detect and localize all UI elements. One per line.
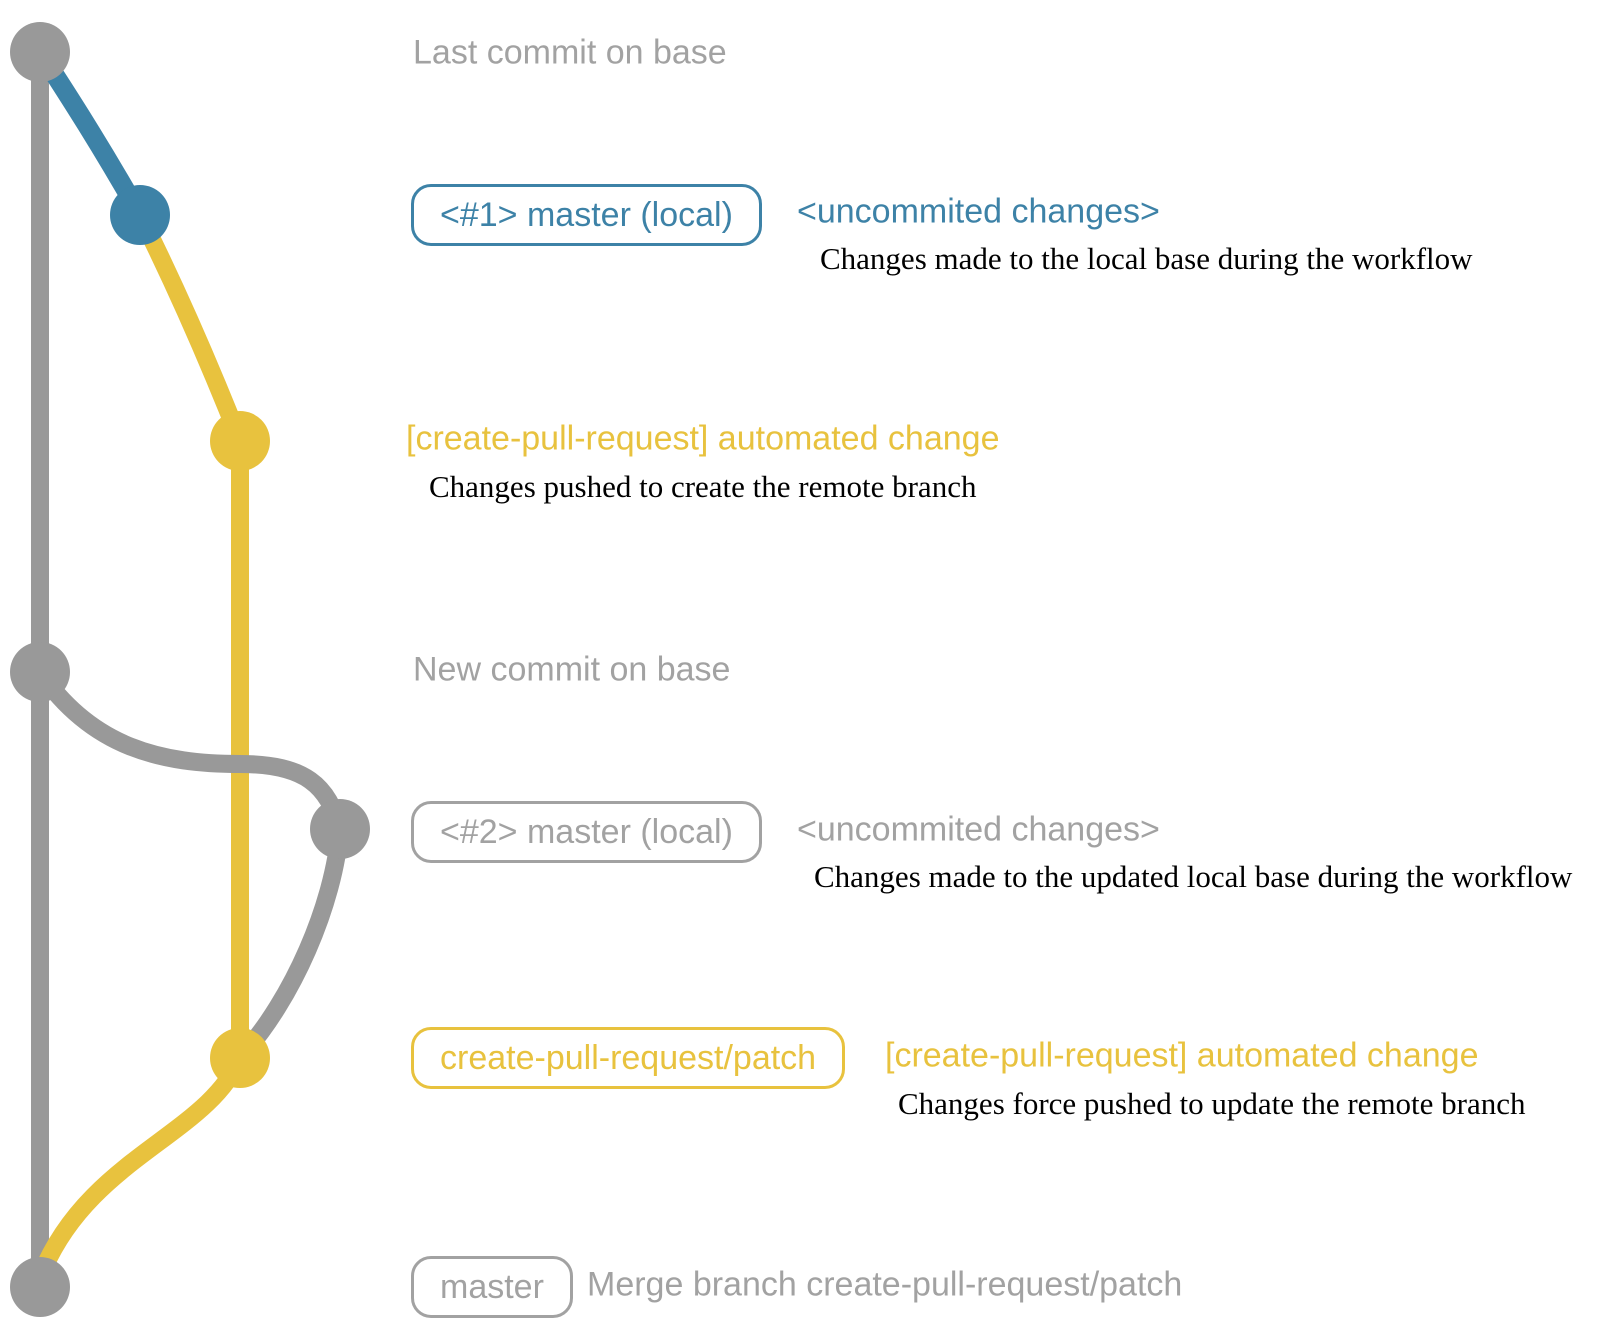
force-push-curve	[233, 820, 349, 1064]
ref-box-create-pull-request-patch: create-pull-request/patch	[411, 1027, 846, 1089]
commit-dot-new-commit-on-base	[10, 642, 70, 702]
label-new-commit-on-base: New commit on base	[413, 650, 731, 689]
note-automated-change-1: [create-pull-request] automated change	[406, 419, 1000, 458]
updated-local-branch-curve	[31, 663, 349, 838]
desc-updated-local-base-changes: Changes made to the updated local base d…	[814, 858, 1573, 894]
desc-local-base-changes: Changes made to the local base during th…	[820, 240, 1473, 276]
commit-dot-patch-1	[210, 411, 270, 471]
label-last-commit-on-base: Last commit on base	[413, 33, 727, 72]
note-automated-change-2: [create-pull-request] automated change	[885, 1036, 1479, 1075]
note-uncommitted-changes-2: <uncommited changes>	[797, 810, 1160, 849]
commit-dot-last-commit-on-base	[10, 22, 70, 82]
commit-dot-uncommitted-1	[110, 185, 170, 245]
desc-changes-force-pushed: Changes force pushed to update the remot…	[898, 1085, 1526, 1121]
patch-branch-create-curve	[131, 206, 249, 450]
ref-box-master-local-1: <#1> master (local)	[411, 184, 762, 246]
note-merge-branch: Merge branch create-pull-request/patch	[587, 1265, 1183, 1304]
ref-box-master: master	[411, 1256, 573, 1318]
patch-branch-merge-curve	[32, 1049, 249, 1284]
commit-dot-patch-2	[210, 1028, 270, 1088]
ref-box-master-local-2: <#2> master (local)	[411, 801, 762, 863]
desc-changes-pushed: Changes pushed to create the remote bran…	[429, 468, 977, 504]
note-uncommitted-changes-1: <uncommited changes>	[797, 192, 1160, 231]
commit-dot-merge	[10, 1257, 70, 1317]
commit-dot-uncommitted-2	[310, 799, 370, 859]
